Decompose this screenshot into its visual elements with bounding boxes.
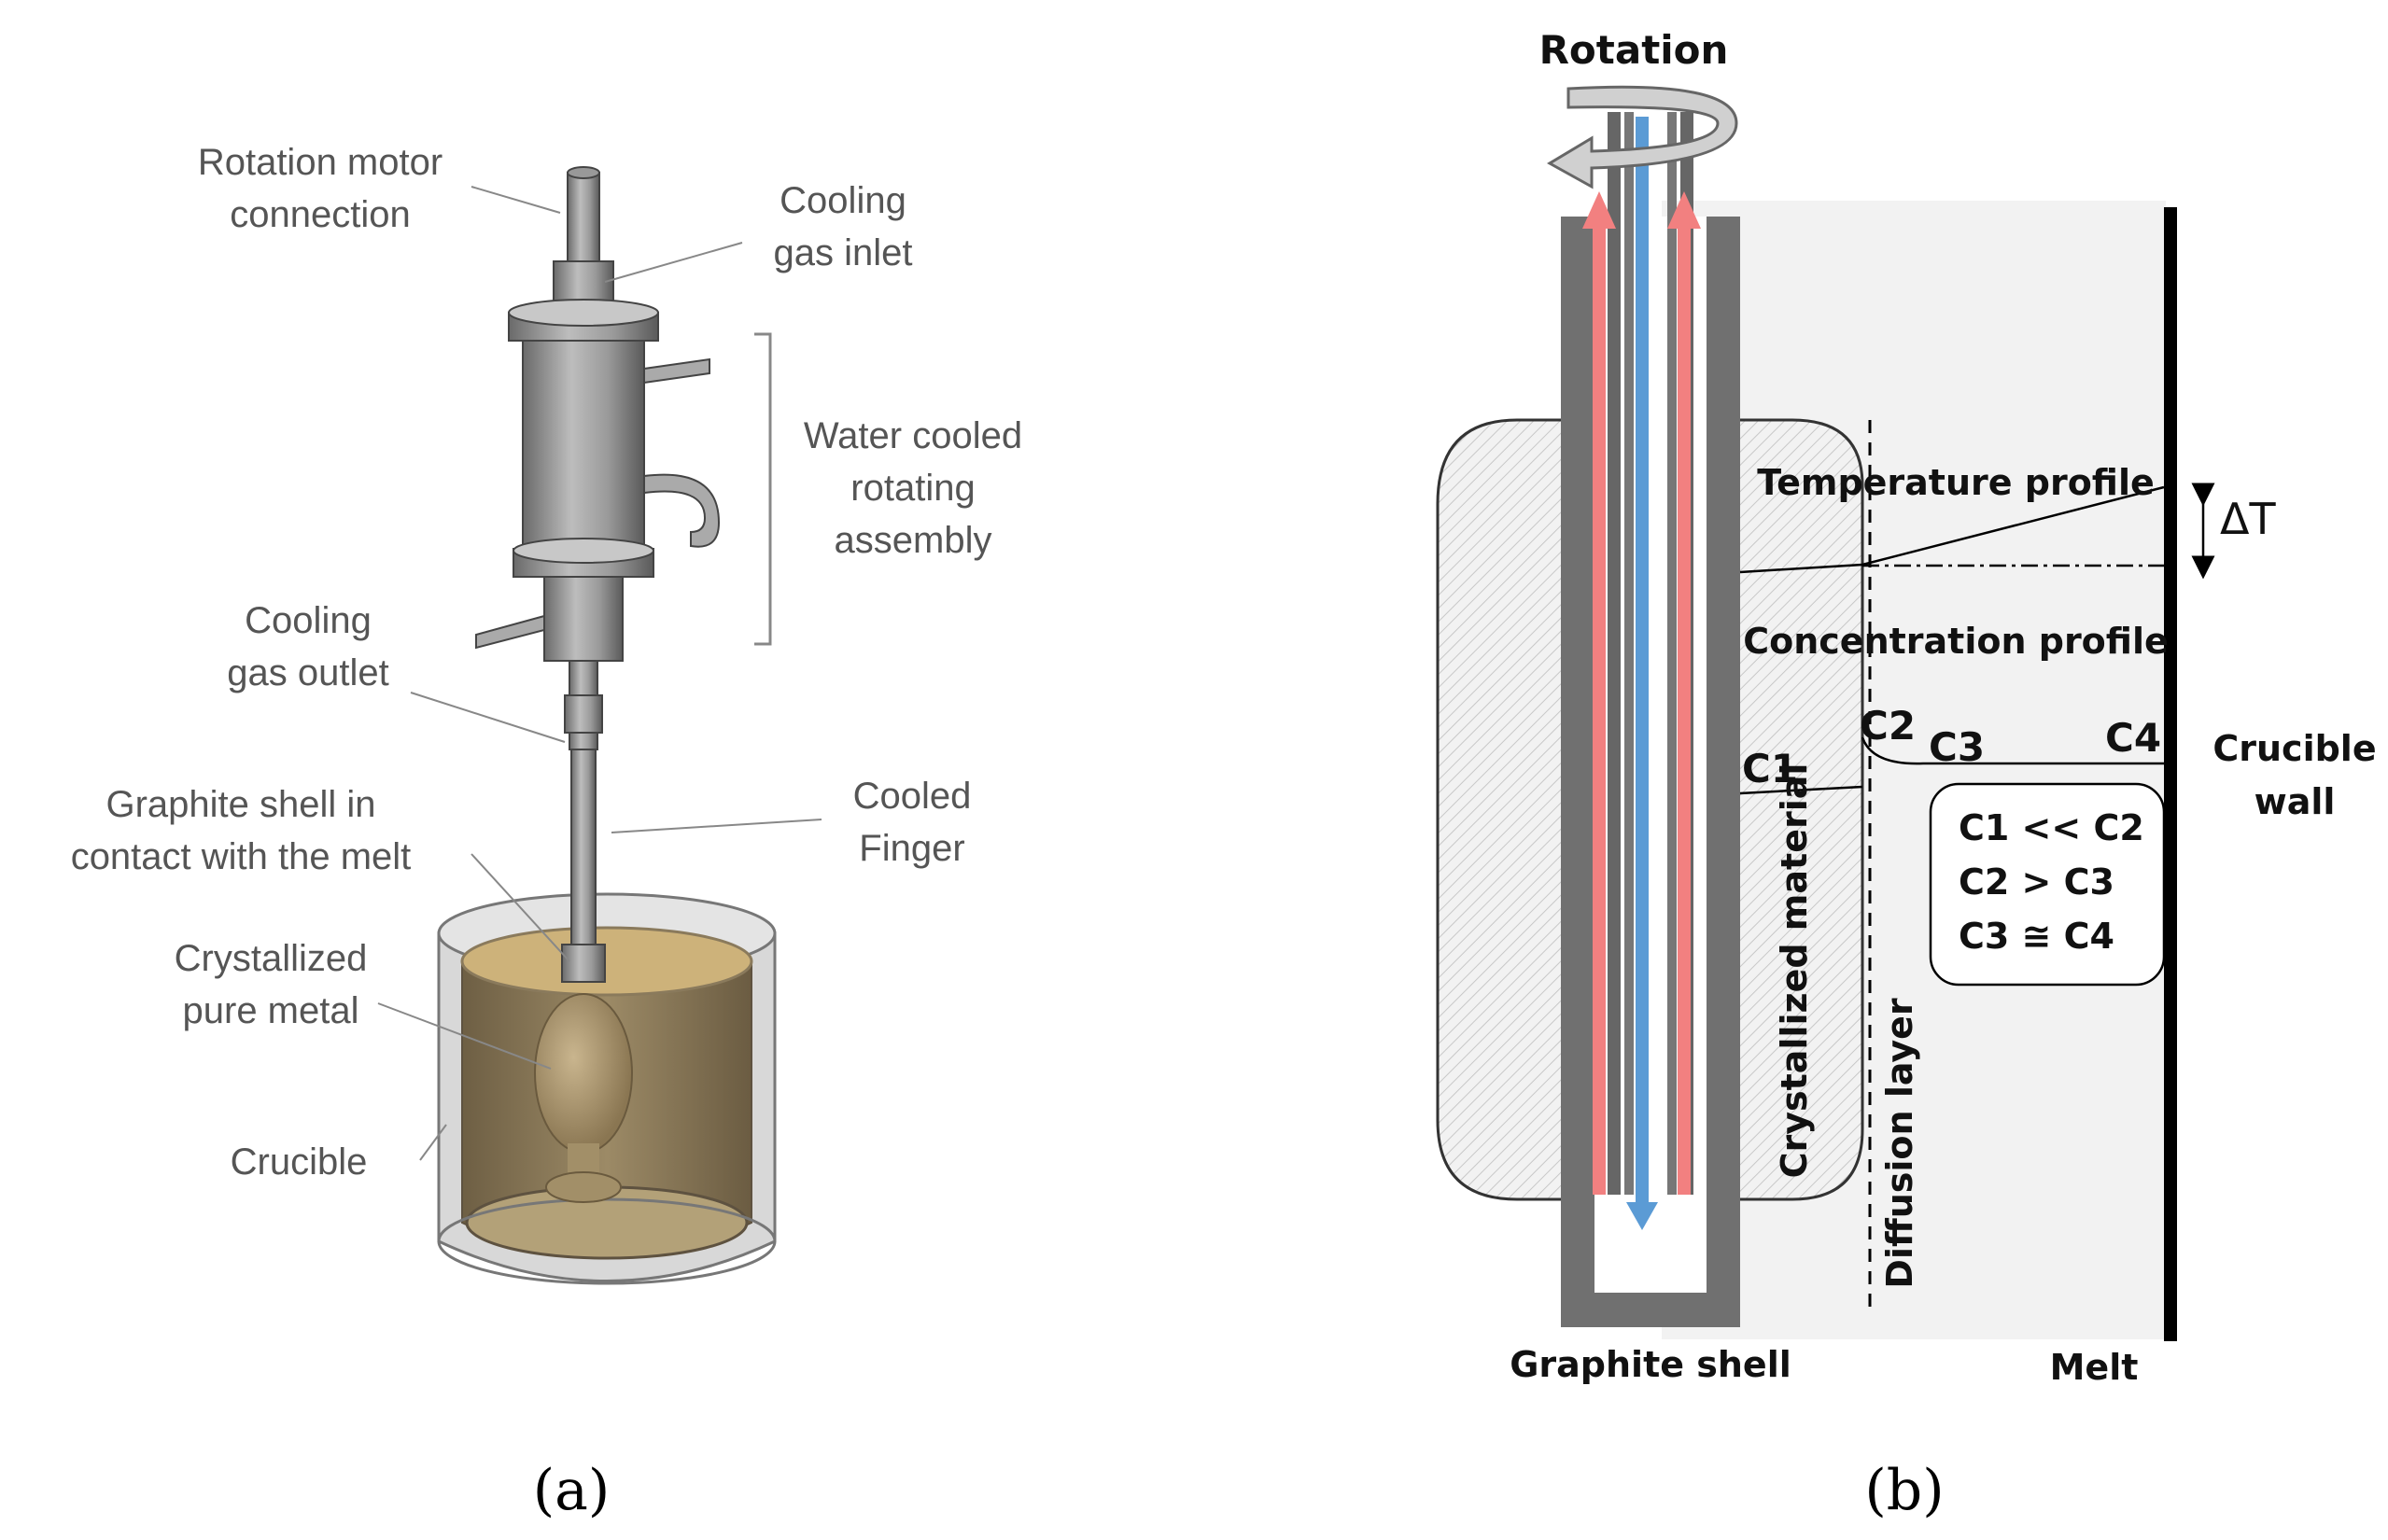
relation-c2-c3: C2 > C3 bbox=[1959, 861, 2114, 903]
label-graphite-shell-line2: contact with the melt bbox=[71, 836, 412, 877]
leader-lines bbox=[377, 186, 822, 1161]
caption-b: (b) bbox=[1864, 1458, 1944, 1523]
label-cooled-finger-line1: Cooled bbox=[853, 776, 972, 817]
label-graphite-shell-line1: Graphite shell in bbox=[105, 784, 375, 825]
label-crystallized-pure-metal-line1: Crystallized bbox=[175, 938, 368, 979]
crucible-drawing bbox=[437, 892, 777, 1285]
concentration-profile-melt bbox=[1861, 736, 2164, 765]
cold-gas-flow-arrow bbox=[1626, 117, 1658, 1230]
assembly-bracket bbox=[754, 332, 772, 646]
graphite-shell bbox=[1561, 112, 1740, 1327]
rotation-arrow-icon bbox=[1547, 85, 1738, 189]
label-melt: Melt bbox=[2050, 1347, 2139, 1388]
label-graphite-shell: Graphite shell bbox=[1510, 1344, 1791, 1385]
label-cooling-gas-outlet-line2: gas outlet bbox=[227, 652, 388, 693]
temperature-profile-line bbox=[1739, 563, 1863, 574]
label-water-cooled-line1: Water cooled bbox=[804, 415, 1022, 456]
label-concentration-profile: Concentration profile bbox=[1743, 621, 2169, 662]
label-cooled-finger-line2: Finger bbox=[859, 828, 964, 869]
label-cooling-gas-outlet-line1: Cooling bbox=[245, 600, 372, 641]
rotating-assembly-drawing bbox=[475, 166, 721, 983]
label-rotation: Rotation bbox=[1539, 27, 1729, 73]
label-temperature-profile: Temperature profile bbox=[1757, 462, 2155, 503]
label-crucible-wall-line1: Crucible bbox=[2212, 728, 2376, 769]
relation-c3-c4: C3 ≅ C4 bbox=[1959, 916, 2114, 957]
label-crucible: Crucible bbox=[231, 1141, 368, 1183]
label-diffusion-layer: Diffusion layer bbox=[1879, 998, 1920, 1288]
hot-gas-flow-arrows bbox=[1582, 191, 1701, 1195]
temperature-profile-slope bbox=[1861, 485, 2165, 567]
label-crystallized-pure-metal-line2: pure metal bbox=[183, 990, 359, 1031]
label-cooling-gas-inlet-line1: Cooling bbox=[780, 180, 906, 221]
concentration-relations-box bbox=[1929, 782, 2166, 987]
label-crucible-wall-line2: wall bbox=[2255, 781, 2336, 822]
label-c2: C2 bbox=[1860, 703, 1916, 749]
panel-a: Rotation motor connection Cooling gas in… bbox=[71, 142, 1022, 1523]
label-water-cooled-line2: rotating bbox=[850, 468, 975, 509]
label-rotation-motor-line2: connection bbox=[230, 194, 410, 235]
label-delta-t: ΔT bbox=[2220, 494, 2276, 544]
label-rotation-motor-line1: Rotation motor bbox=[198, 142, 442, 183]
label-water-cooled-line3: assembly bbox=[835, 520, 992, 561]
label-crystallized-material: Crystallized material bbox=[1774, 763, 1815, 1179]
relation-c1-c2: C1 << C2 bbox=[1959, 807, 2144, 848]
label-c1: C1 bbox=[1742, 746, 1798, 791]
caption-a: (a) bbox=[533, 1458, 611, 1523]
crucible-wall bbox=[2164, 207, 2177, 1341]
label-c3: C3 bbox=[1929, 724, 1985, 770]
panel-b: Rotation ΔT Temperature profile Concentr… bbox=[1436, 27, 2377, 1523]
label-c4: C4 bbox=[2105, 715, 2161, 761]
label-cooling-gas-inlet-line2: gas inlet bbox=[774, 232, 913, 273]
concentration-profile-crystal bbox=[1739, 785, 1863, 795]
